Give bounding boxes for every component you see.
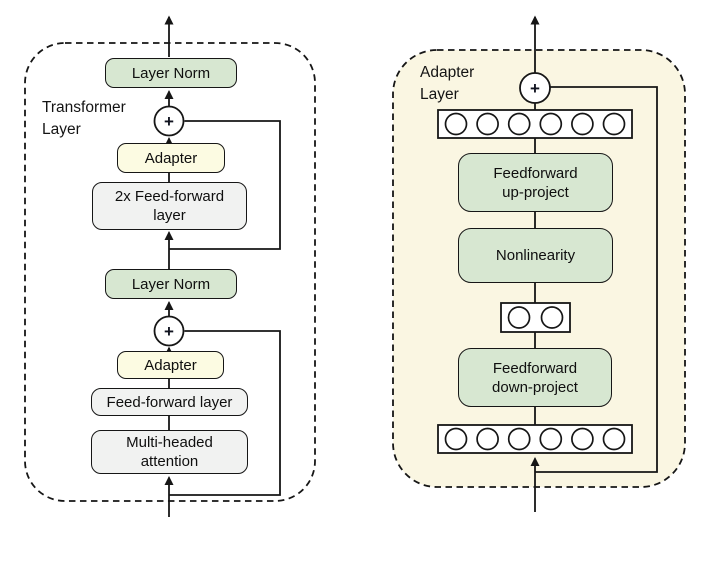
feature-node-icon (507, 427, 531, 451)
feedforward-down-project-box: Feedforward down-project (458, 348, 612, 407)
left-skip-connection-bottom (169, 330, 281, 496)
right-add-node: + (519, 72, 551, 104)
bottom-feature-vector (437, 424, 633, 454)
plus-symbol: + (164, 112, 174, 131)
feature-node-icon (602, 112, 626, 136)
feature-node-icon (444, 427, 468, 451)
add-circle-icon (153, 105, 185, 137)
adapter-bottom-box: Adapter (117, 351, 224, 379)
bottleneck-vector (500, 302, 571, 333)
left-flow-lines (164, 15, 281, 517)
feature-node-icon (602, 427, 626, 451)
feature-node-icon (539, 112, 563, 136)
multi-headed-attention-box: Multi-headed attention (91, 430, 248, 474)
add-circle-icon (153, 315, 185, 347)
right-skip-connection (535, 86, 658, 473)
feed-forward-2x-box: 2x Feed-forward layer (92, 182, 247, 230)
feature-node-icon (540, 306, 564, 329)
feature-node-icon (507, 306, 531, 329)
feature-vector-rect (437, 424, 633, 454)
feature-node-icon (571, 112, 594, 136)
feature-node-icon (539, 427, 563, 451)
transformer-layer-label: Transformer Layer (42, 99, 126, 138)
adapter-top-box: Adapter (117, 143, 225, 173)
layer-norm-top-box: Layer Norm (105, 58, 237, 88)
layer-norm-bottom-box: Layer Norm (105, 269, 237, 299)
feature-node-icon (571, 427, 594, 451)
adapter-layer-label: Adapter Layer (420, 64, 475, 103)
plus-symbol: + (164, 322, 174, 341)
nonlinearity-box: Nonlinearity (458, 228, 613, 283)
left-add-nodes: + + (153, 105, 185, 347)
feature-node-icon (476, 112, 499, 136)
right-flow-lines (530, 15, 658, 512)
left-skip-connection-top (169, 120, 281, 250)
feature-vector-rect (437, 109, 633, 139)
add-circle-icon (519, 72, 551, 104)
feature-node-icon (444, 112, 468, 136)
plus-symbol: + (530, 79, 540, 98)
feature-node-icon (476, 427, 499, 451)
feed-forward-layer-box: Feed-forward layer (91, 388, 248, 416)
top-feature-vector (437, 109, 633, 139)
feature-node-icon (507, 112, 531, 136)
feedforward-up-project-box: Feedforward up-project (458, 153, 613, 212)
